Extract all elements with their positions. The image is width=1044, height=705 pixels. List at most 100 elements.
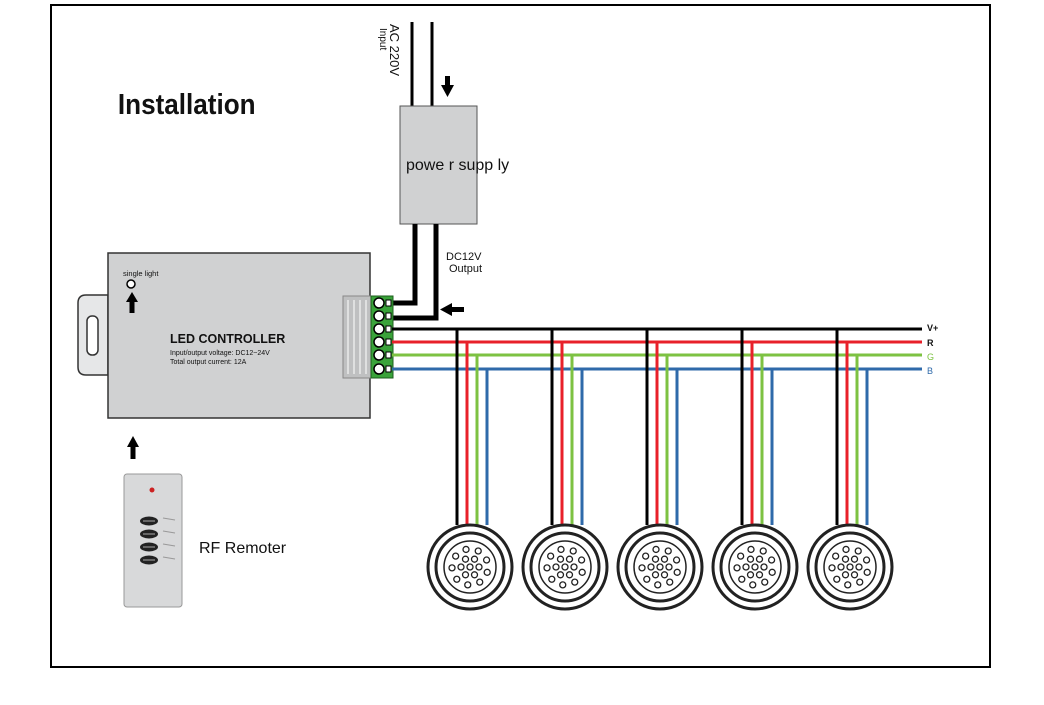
arrow-down-icon xyxy=(441,76,454,97)
controller-name: LED CONTROLLER xyxy=(170,332,285,346)
led-dot-icon xyxy=(660,555,669,563)
led-dot-icon xyxy=(482,556,491,564)
led-dot-icon xyxy=(673,568,681,576)
led-dot-icon xyxy=(647,563,655,571)
remote-led-icon xyxy=(149,487,155,493)
led-dot-icon xyxy=(767,556,776,564)
ac-input-text: Input xyxy=(377,28,388,50)
led-dot-icon xyxy=(759,547,767,555)
led-dot-icon xyxy=(548,575,556,583)
led-light xyxy=(806,329,894,611)
led-dot-icon xyxy=(855,563,863,571)
led-dot-icon xyxy=(738,575,746,583)
led-light xyxy=(616,329,704,611)
led-dot-icon xyxy=(844,581,852,589)
arrow-up-icon xyxy=(126,292,138,313)
rf-remote xyxy=(123,473,183,608)
led-dot-icon xyxy=(666,578,674,586)
terminal-slot xyxy=(385,338,392,346)
indicator-label: single light xyxy=(123,269,159,278)
ac-input-label: AC 220V Input xyxy=(377,24,402,76)
led-dot-icon xyxy=(747,545,755,554)
terminal-slot xyxy=(385,312,392,320)
led-dot-icon xyxy=(654,581,662,589)
led-controller-box xyxy=(107,252,371,419)
led-light xyxy=(711,329,799,611)
led-dot-icon xyxy=(755,555,764,563)
led-dot-icon xyxy=(543,564,551,572)
remote-button-tick xyxy=(162,556,176,560)
led-dot-icon xyxy=(559,581,567,589)
terminal-screw-icon xyxy=(373,323,385,335)
led-dot-icon xyxy=(856,578,864,586)
led-dot-icon xyxy=(651,555,660,563)
dc-output-text: Output xyxy=(449,263,482,275)
led-dot-icon xyxy=(833,575,841,583)
led-dot-icon xyxy=(565,555,574,563)
bus-label-r: R xyxy=(927,338,934,348)
led-dot-icon xyxy=(470,555,479,563)
led-dot-icon xyxy=(863,568,871,576)
led-dot-icon xyxy=(643,575,651,583)
led-dot-icon xyxy=(483,568,491,576)
led-dot-icon xyxy=(760,563,768,571)
terminal-slot xyxy=(385,325,392,333)
dc-wire-positive xyxy=(388,224,418,306)
terminal-screw-icon xyxy=(373,310,385,322)
led-dot-icon xyxy=(749,581,757,589)
controller-spec-voltage: Input/output voltage: DC12~24V xyxy=(170,350,270,357)
terminal-grid xyxy=(347,300,367,374)
terminal-screw-icon xyxy=(373,297,385,309)
led-dot-icon xyxy=(638,564,646,572)
led-dot-icon xyxy=(841,571,850,579)
led-dot-icon xyxy=(656,563,664,571)
led-dot-icon xyxy=(556,555,565,563)
led-dot-icon xyxy=(837,563,845,571)
led-dot-icon xyxy=(570,563,578,571)
power-supply-label: powe r supp ly xyxy=(406,157,509,174)
terminal-screw-icon xyxy=(373,349,385,361)
led-dot-icon xyxy=(746,555,755,563)
diagram-title: Installation xyxy=(118,88,256,121)
led-dot-icon xyxy=(453,575,461,583)
remote-label: RF Remoter xyxy=(199,540,287,557)
led-lights xyxy=(426,329,894,611)
terminal-screw-icon xyxy=(373,336,385,348)
led-dot-icon xyxy=(578,568,586,576)
led-dot-icon xyxy=(475,563,483,571)
led-dot-icon xyxy=(565,571,574,579)
dc-output-voltage: DC12V xyxy=(446,251,482,263)
dc-wire-negative xyxy=(388,224,439,321)
led-dot-icon xyxy=(569,547,577,555)
terminal-slot xyxy=(385,365,392,373)
led-dot-icon xyxy=(737,552,745,560)
led-dot-icon xyxy=(841,555,850,563)
bus-labels: V+ R G B xyxy=(927,323,938,376)
terminal-slot xyxy=(385,351,392,359)
led-dot-icon xyxy=(457,563,465,571)
led-dot-icon xyxy=(557,545,565,554)
arrow-up-icon xyxy=(127,436,139,459)
led-light xyxy=(426,329,514,611)
led-dot-icon xyxy=(665,563,673,571)
led-dot-icon xyxy=(746,571,755,579)
bus-label-g: G xyxy=(927,352,934,362)
terminal-housing xyxy=(342,295,372,379)
remote-button-tick xyxy=(162,530,176,534)
bus-label-vplus: V+ xyxy=(927,323,938,333)
led-dot-icon xyxy=(664,547,672,555)
led-dot-icon xyxy=(448,564,456,572)
remote-buttons xyxy=(140,516,176,565)
terminal-screw-icon xyxy=(373,363,385,375)
led-dot-icon xyxy=(642,552,650,560)
led-dot-icon xyxy=(652,545,660,554)
led-dot-icon xyxy=(660,571,669,579)
mount-slot xyxy=(86,315,99,356)
led-dot-icon xyxy=(462,545,470,554)
led-dot-icon xyxy=(742,563,750,571)
led-dot-icon xyxy=(672,556,681,564)
terminal-slot xyxy=(385,299,392,307)
controller-spec-current: Total output current: 12A xyxy=(170,359,247,366)
led-light xyxy=(521,329,609,611)
